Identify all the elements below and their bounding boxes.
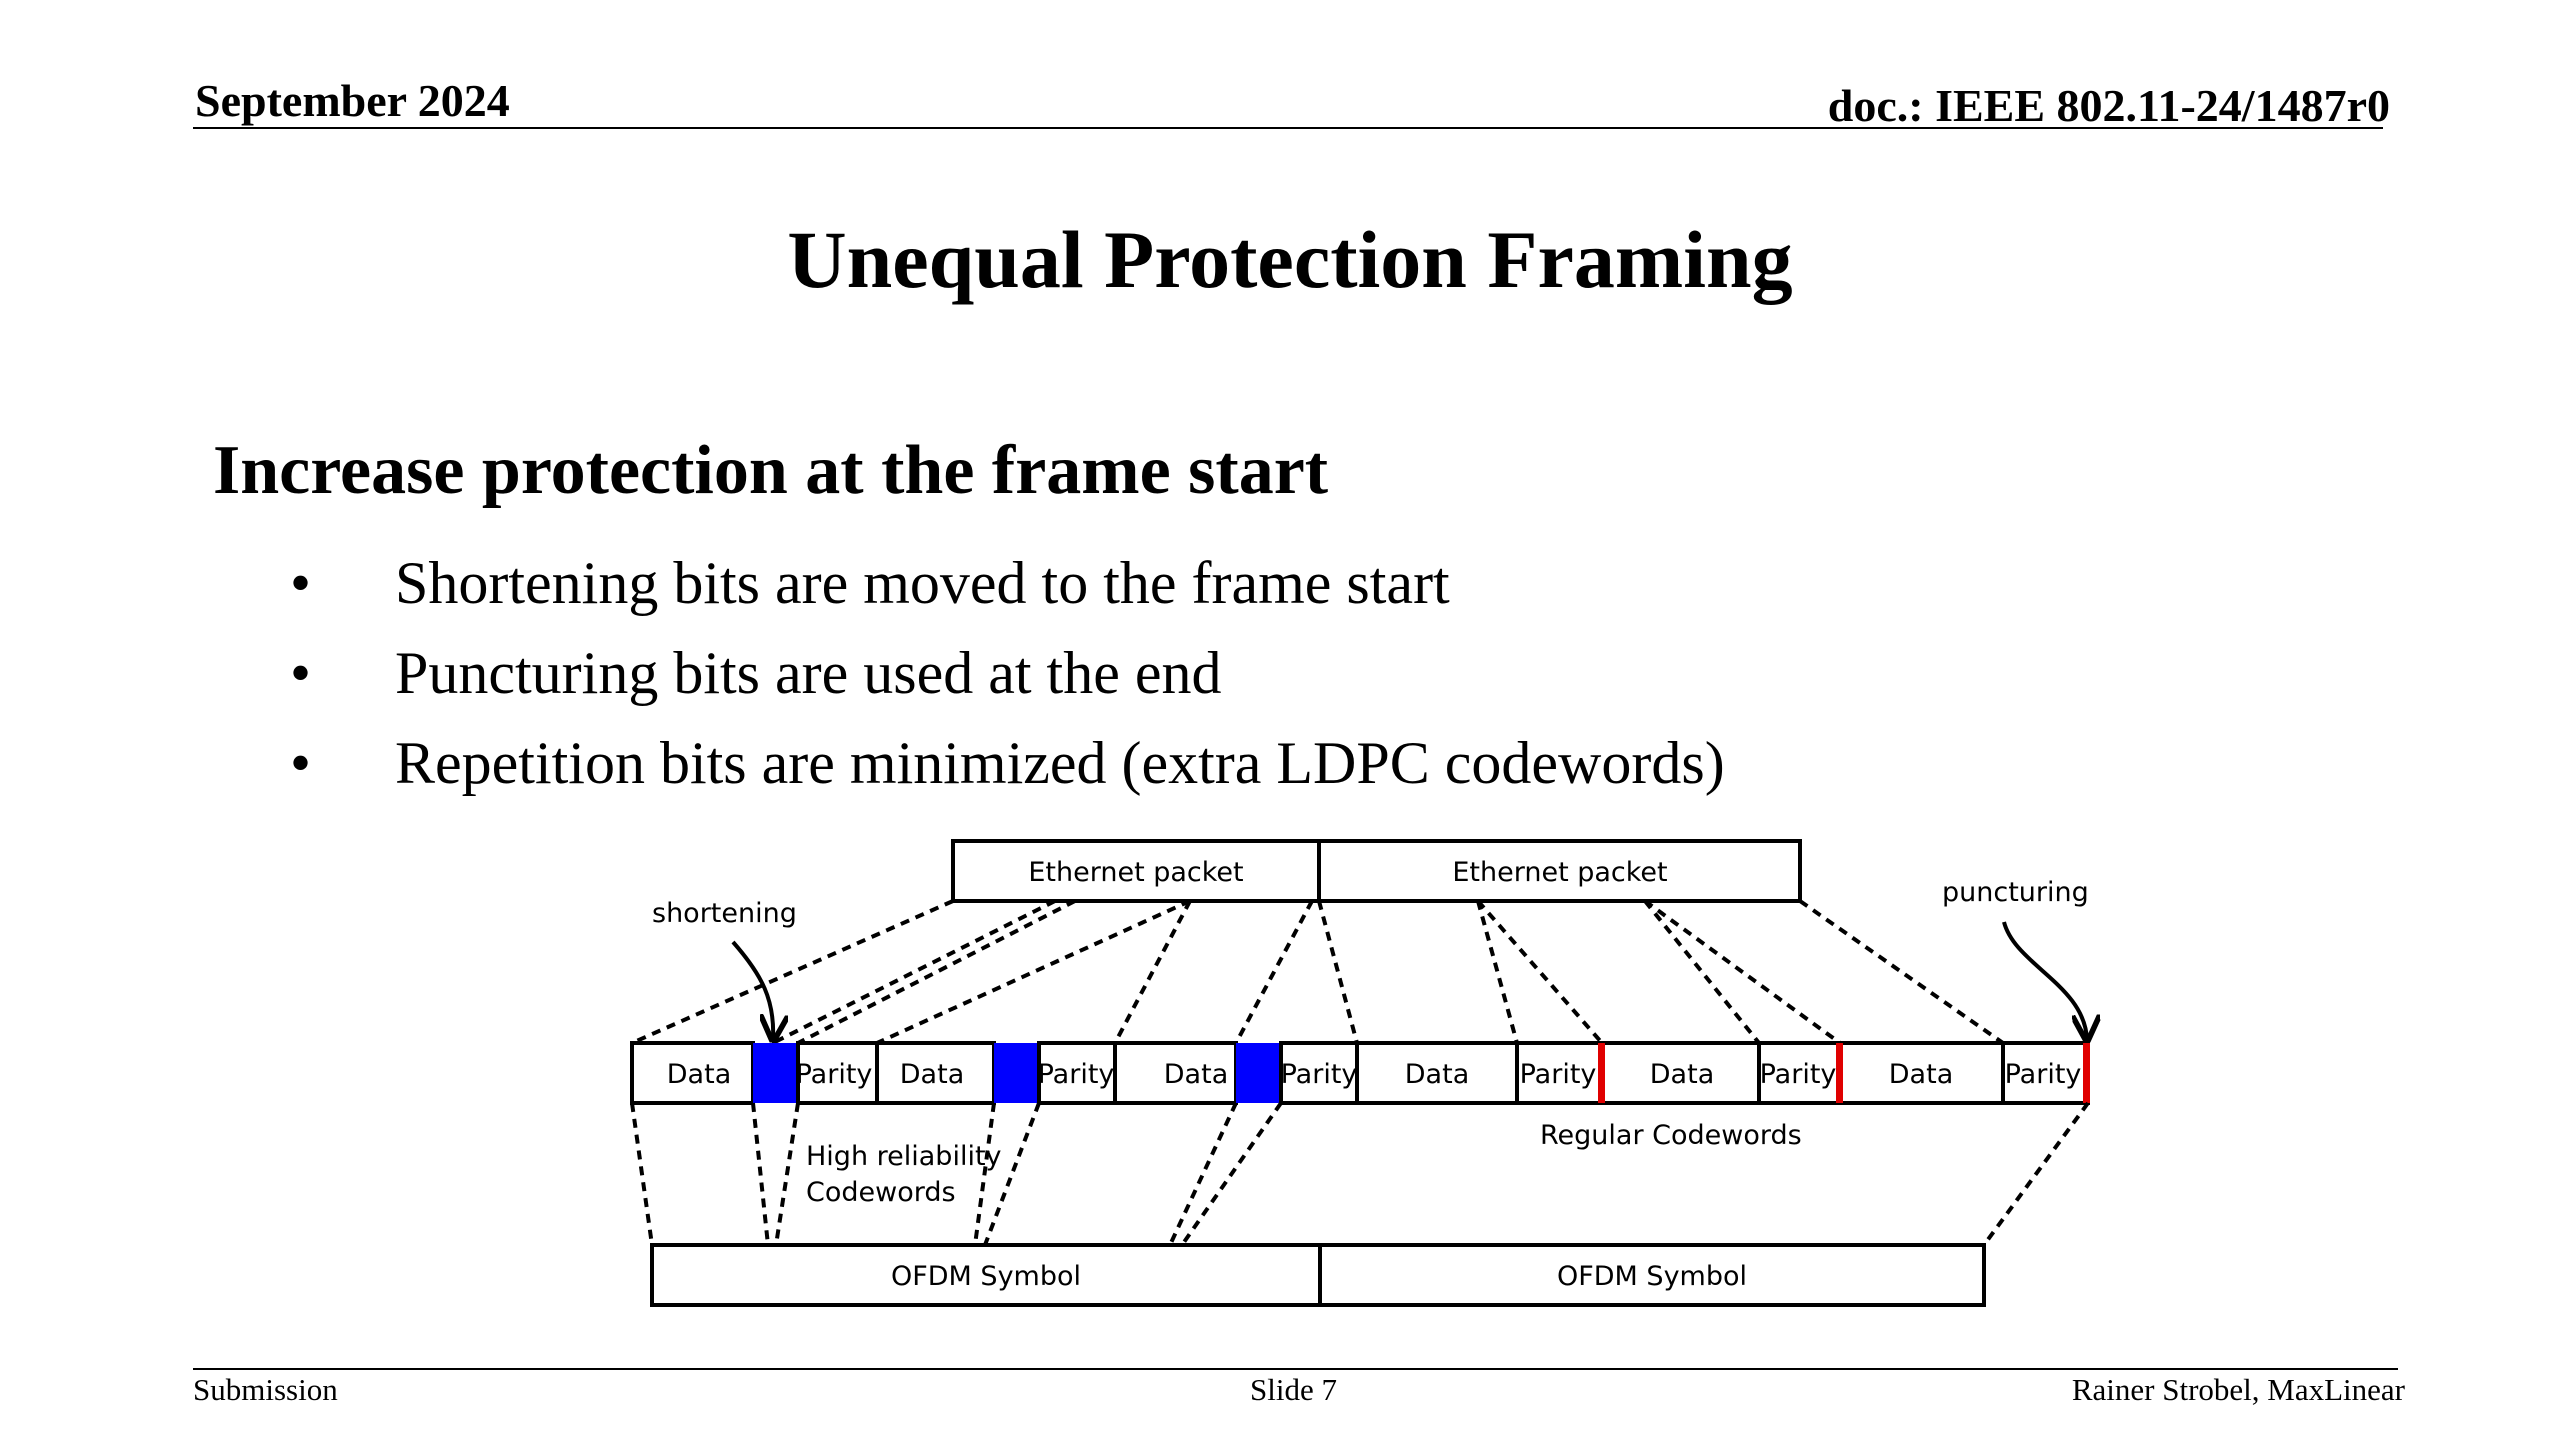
section-heading: Increase protection at the frame start xyxy=(213,432,1329,509)
bullet-item: • Repetition bits are minimized (extra LD… xyxy=(290,718,1725,808)
puncturing-label: puncturing xyxy=(1942,877,2089,908)
footer-slide-number: Slide 7 xyxy=(1250,1372,1337,1407)
footer-rule xyxy=(193,1368,2398,1370)
header-doc-id: doc.: IEEE 802.11-24/1487r0 xyxy=(1827,80,2390,131)
bullet-text: Repetition bits are minimized (extra LDP… xyxy=(395,730,1725,796)
ethernet-packet-box xyxy=(951,839,1321,903)
parity-label: Parity xyxy=(1038,1059,1115,1090)
bullet-dot: • xyxy=(290,730,312,796)
high-reliability-label: High reliability xyxy=(806,1141,1002,1172)
ethernet-packets: Ethernet packet Ethernet packet xyxy=(951,839,1802,903)
parity-label: Parity xyxy=(1520,1059,1597,1090)
shortening-block xyxy=(753,1043,798,1103)
bullet-dot: • xyxy=(290,550,312,616)
bullet-item: • Puncturing bits are used at the end xyxy=(290,628,1725,718)
ethernet-packet-label: Ethernet packet xyxy=(1452,857,1667,888)
parity-label: Parity xyxy=(1760,1059,1837,1090)
codeword-strip: Data Parity Data Parity Data Parity Data… xyxy=(630,1041,2090,1105)
puncturing-mark xyxy=(1598,1043,1605,1103)
bullet-text: Shortening bits are moved to the frame s… xyxy=(395,550,1450,616)
ofdm-symbol-box xyxy=(650,1243,1322,1307)
parity-block xyxy=(1279,1041,1359,1105)
parity-label: Parity xyxy=(1281,1059,1358,1090)
bullet-text: Puncturing bits are used at the end xyxy=(395,640,1222,706)
data-label: Data xyxy=(900,1059,964,1090)
ofdm-symbol-label: OFDM Symbol xyxy=(891,1261,1081,1292)
puncturing-mark xyxy=(2083,1043,2090,1103)
shortening-block xyxy=(994,1043,1039,1103)
parity-block xyxy=(1515,1041,1604,1105)
data-label: Data xyxy=(1650,1059,1714,1090)
data-block xyxy=(1600,1041,1761,1105)
data-block xyxy=(1838,1041,2005,1105)
ethernet-packet-box xyxy=(1317,839,1802,903)
bullet-dot: • xyxy=(290,640,312,706)
parity-block xyxy=(2001,1041,2090,1105)
puncturing-arrow xyxy=(2002,921,2087,1040)
data-label: Data xyxy=(1164,1059,1228,1090)
header-date: September 2024 xyxy=(195,75,510,126)
footer-submission: Submission xyxy=(193,1372,338,1407)
data-label: Data xyxy=(1889,1059,1953,1090)
shortening-block xyxy=(1236,1043,1281,1103)
packet-mapping-lines xyxy=(631,899,2005,1045)
data-block xyxy=(875,1041,996,1105)
footer-author: Rainer Strobel, MaxLinear xyxy=(2071,1372,2405,1407)
ofdm-symbols: OFDM Symbol OFDM Symbol xyxy=(650,1243,1986,1307)
codewords-label: Codewords xyxy=(806,1177,956,1208)
ethernet-packet-label: Ethernet packet xyxy=(1028,857,1243,888)
data-block xyxy=(1355,1041,1519,1105)
bullet-item: • Shortening bits are moved to the frame … xyxy=(290,538,1725,628)
ofdm-mapping-lines xyxy=(630,1101,2090,1247)
data-label: Data xyxy=(667,1059,731,1090)
ofdm-symbol-label: OFDM Symbol xyxy=(1557,1261,1747,1292)
slide-title: Unequal Protection Framing xyxy=(787,214,1793,305)
bullet-list: • Shortening bits are moved to the frame … xyxy=(290,538,1725,808)
regular-codewords-label: Regular Codewords xyxy=(1540,1120,1802,1151)
ofdm-symbol-box xyxy=(1318,1243,1986,1307)
data-label: Data xyxy=(1405,1059,1469,1090)
parity-label: Parity xyxy=(2005,1059,2082,1090)
header-rule xyxy=(193,127,2383,129)
parity-label: Parity xyxy=(796,1059,873,1090)
diagram-annotations: shortening puncturing High reliability C… xyxy=(652,877,2089,1208)
puncturing-mark xyxy=(1836,1043,1843,1103)
shortening-label: shortening xyxy=(652,898,797,929)
shortening-arrow xyxy=(731,940,773,1040)
